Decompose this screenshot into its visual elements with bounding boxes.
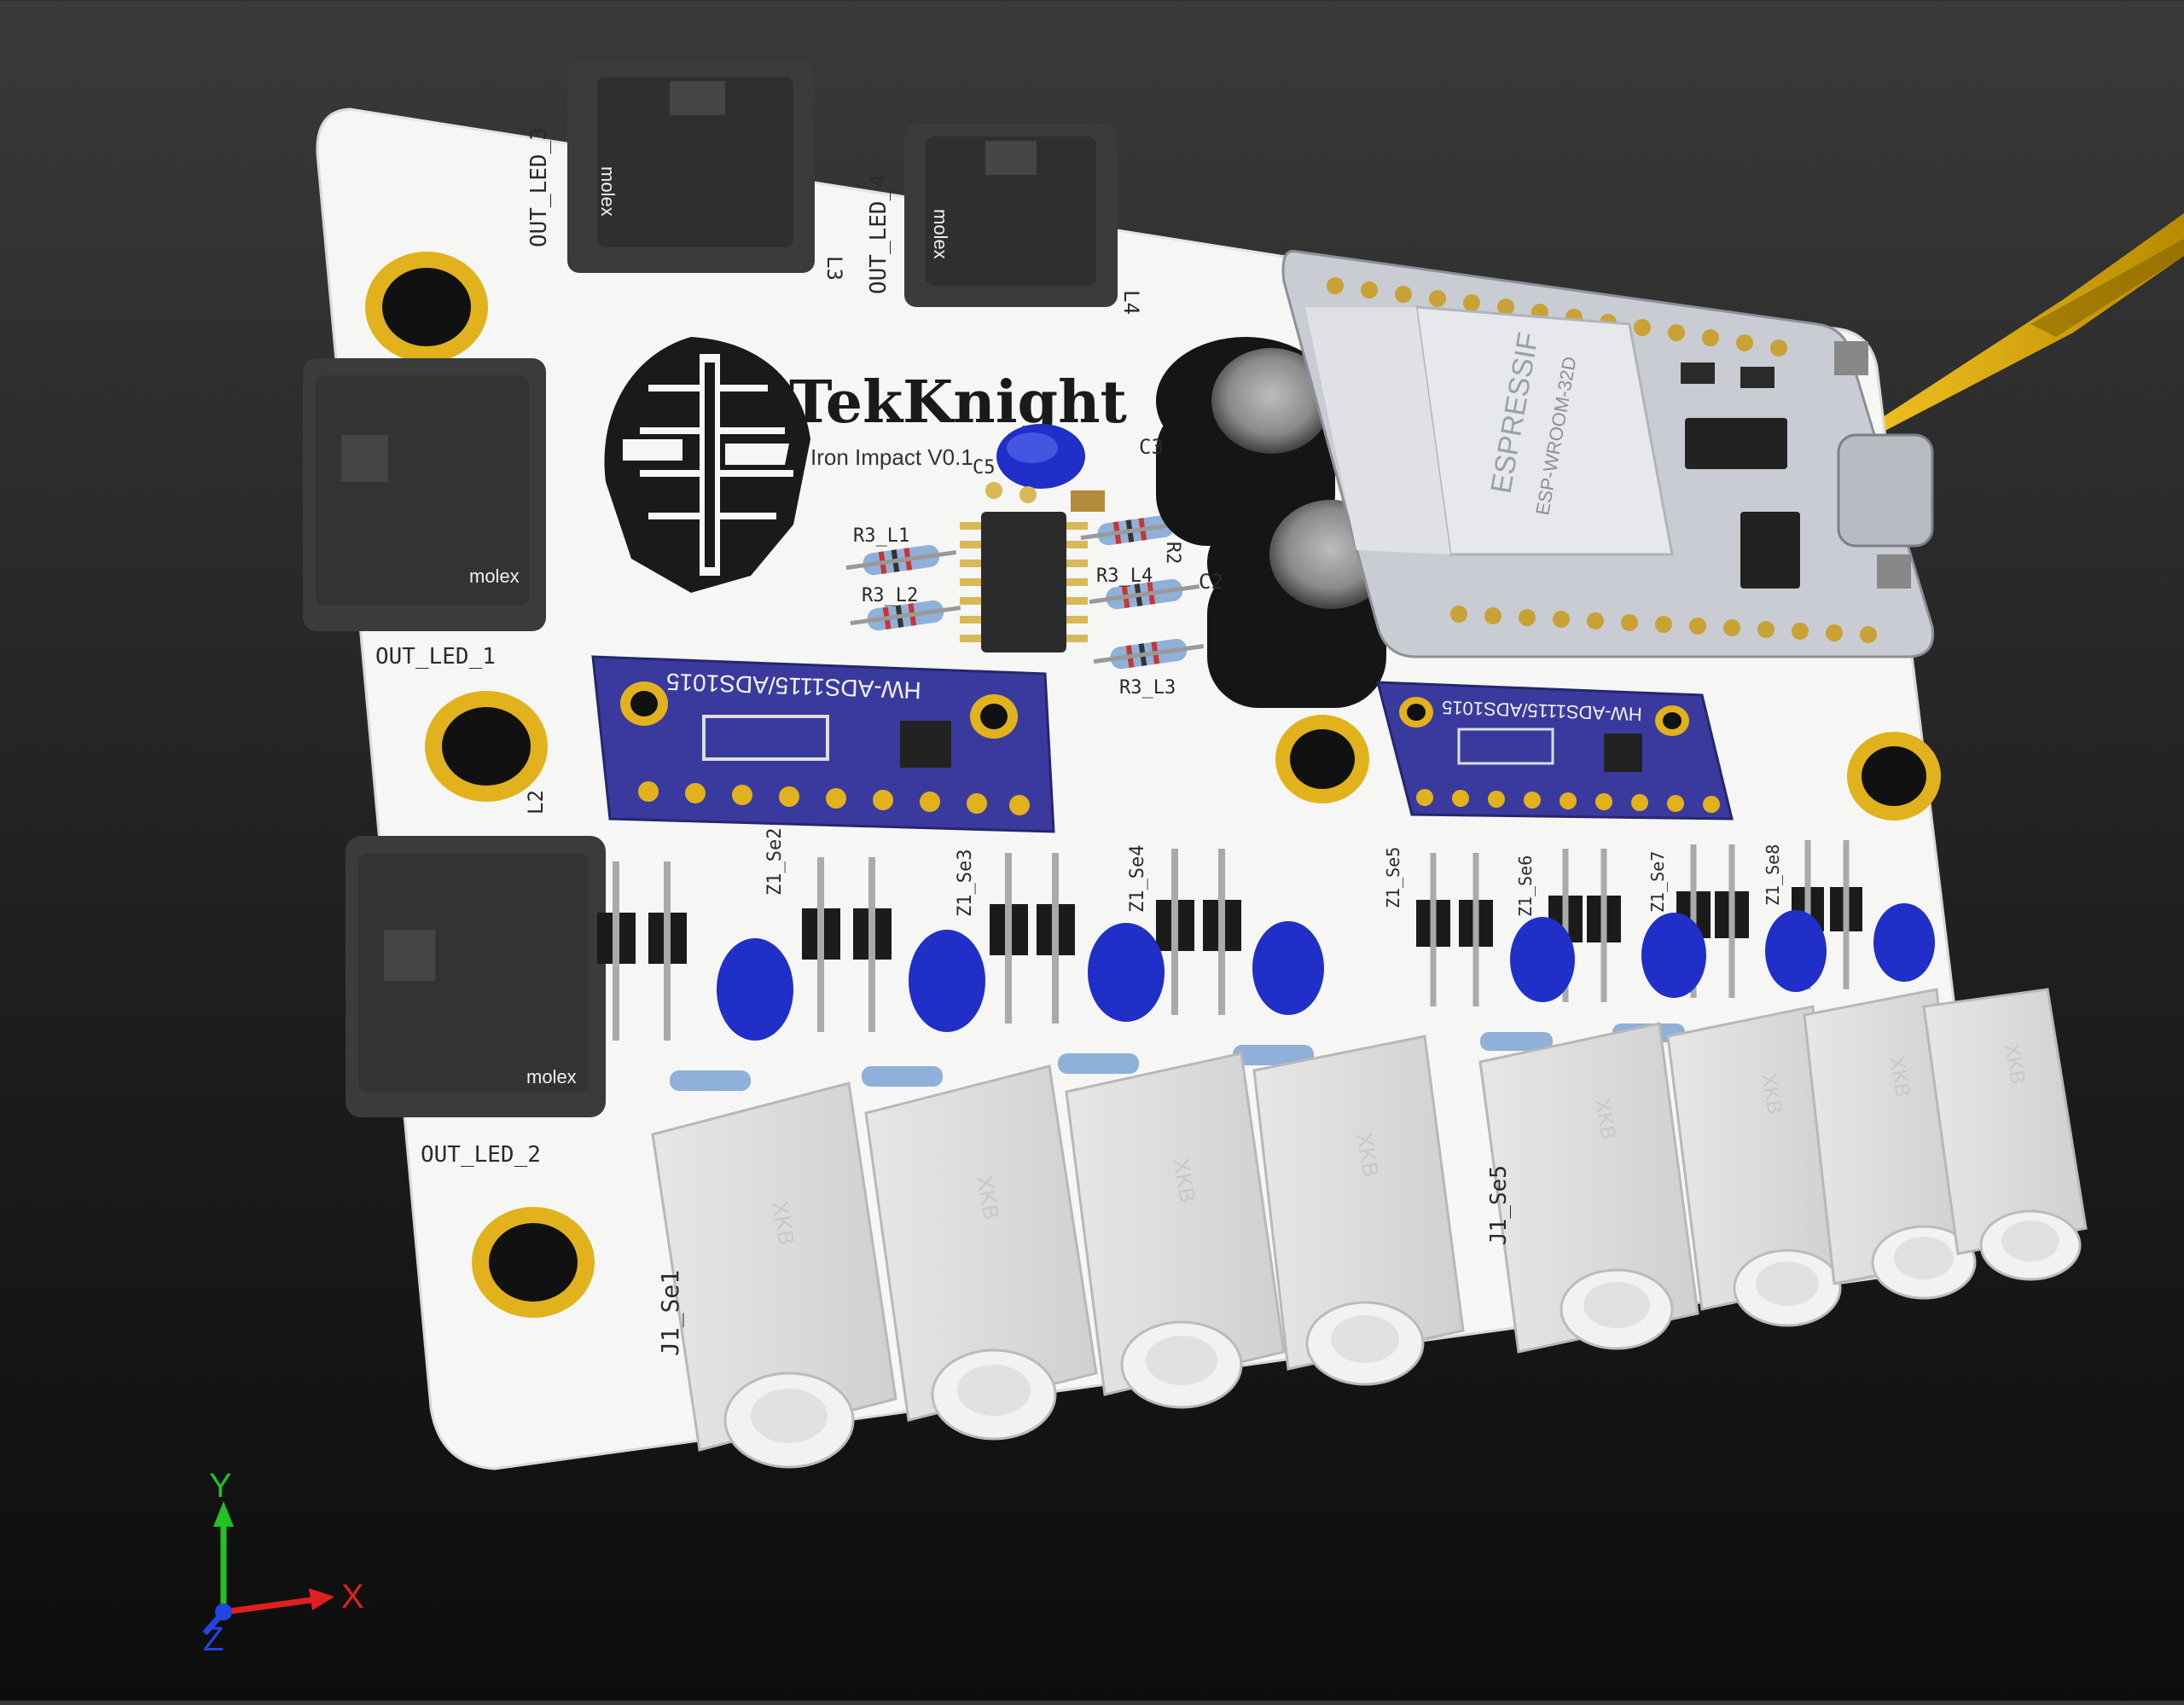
audio-jack-se1: XKB	[651, 1082, 897, 1469]
brand-title: TekKnight	[789, 368, 1128, 437]
esp32-devkit: ESPRESSIF ESP-WROOM-32D	[1281, 249, 1935, 658]
label-out-led-2: OUT_LED_2	[421, 1142, 541, 1168]
resistors-led	[845, 515, 1205, 670]
label-l4: L4	[1119, 290, 1143, 315]
label-z1-se2: Z1_Se2	[764, 828, 786, 896]
label-r3-l3: R3_L3	[1119, 677, 1176, 699]
label-l2: L2	[524, 790, 548, 815]
soic-ic	[960, 512, 1088, 652]
audio-jack-se4: XKB	[1252, 1035, 1465, 1386]
label-r3-l2: R3_L2	[862, 585, 918, 606]
label-z1-se8: Z1_Se8	[1763, 844, 1783, 906]
resistor	[1093, 639, 1205, 670]
brand-subtitle: Iron Impact V0.1	[810, 444, 973, 470]
mounting-hole	[365, 252, 488, 362]
mounting-hole	[1275, 715, 1369, 803]
blue-capacitor	[909, 930, 985, 1032]
resistor	[850, 600, 961, 631]
label-l3: L3	[822, 256, 846, 281]
diode-pair	[1156, 849, 1241, 1015]
sensor-input-row-left	[597, 849, 1324, 1041]
diode-pair	[597, 861, 687, 1041]
label-r3-l4: R3_L4	[1096, 565, 1153, 587]
blue-capacitor	[1873, 903, 1935, 982]
mounting-hole	[472, 1207, 595, 1318]
blue-capacitor	[1641, 913, 1706, 998]
diode-pair	[1548, 849, 1621, 1002]
axis-x-label: X	[341, 1578, 364, 1615]
diode-pair	[990, 853, 1075, 1024]
label-out-led-1: OUT_LED_1	[375, 644, 496, 670]
label-c3: C3	[1139, 435, 1164, 459]
label-out-led-3: OUT_LED_3	[526, 127, 552, 247]
label-z1-se4: Z1_Se4	[1127, 845, 1148, 913]
label-z1-se3: Z1_Se3	[955, 850, 976, 917]
label-z1-se7: Z1_Se7	[1647, 851, 1668, 913]
audio-jack-se7: XKB	[1803, 988, 1977, 1300]
mounting-holes	[365, 252, 1941, 1318]
adc-module-left: HW-ADS1115/ADS1015	[591, 655, 1055, 833]
axis-gizmo[interactable]: Y X Z	[202, 1467, 364, 1658]
audio-jack-se3: XKB	[1065, 1052, 1286, 1409]
electrolytic-capacitor-c3	[1156, 337, 1335, 546]
label-r2: R2	[1162, 542, 1183, 565]
molex-label: molex	[597, 166, 619, 217]
blue-capacitor	[1765, 910, 1827, 992]
mounting-hole	[425, 691, 548, 802]
label-c5: C5	[973, 457, 996, 478]
resistor	[845, 545, 957, 576]
diode-pair	[802, 857, 892, 1032]
blue-capacitor	[717, 938, 793, 1041]
mounting-hole	[1847, 732, 1941, 821]
blue-capacitor	[1088, 923, 1165, 1022]
label-j1-se5: J1_Se5	[1486, 1165, 1512, 1245]
audio-jack-se6: XKB	[1666, 1005, 1844, 1327]
axis-y-label: Y	[209, 1467, 232, 1505]
audio-jack-se2: XKB	[864, 1064, 1098, 1441]
label-z1-se5: Z1_Se5	[1383, 847, 1403, 908]
resistor	[1089, 579, 1200, 610]
blue-capacitor	[1510, 917, 1575, 1002]
blue-capacitor-c5	[985, 424, 1105, 512]
molex-connector-out-led-4: molex OUT_LED_4 L4	[866, 124, 1143, 315]
diode-pair	[1416, 853, 1493, 1006]
molex-label: molex	[469, 565, 520, 587]
molex-label: molex	[930, 209, 951, 259]
label-c2: C2	[1199, 570, 1223, 594]
label-z1-se6: Z1_Se6	[1515, 855, 1536, 917]
adc-module-right: HW-ADS1115/ADS1015	[1376, 681, 1734, 821]
molex-connector-out-led-2: molex OUT_LED_2 L2	[346, 790, 606, 1168]
blue-capacitor	[1252, 921, 1324, 1015]
audio-jack-row-right: XKB XKB XKB XKB	[1478, 988, 2088, 1354]
knight-helmet-logo	[604, 337, 810, 593]
label-j1-se1: J1_Se1	[656, 1270, 685, 1356]
sensor-input-row-right	[1416, 840, 1935, 1006]
audio-jack-se8: XKB	[1922, 988, 2088, 1281]
wire-ray	[1868, 213, 2184, 435]
molex-label: molex	[526, 1066, 577, 1087]
axis-z-label: Z	[203, 1621, 224, 1658]
molex-connector-out-led-1: molex OUT_LED_1	[303, 358, 546, 670]
resistor	[1080, 515, 1192, 546]
audio-jack-row-left: XKB XKB XKB XKB	[651, 1035, 1465, 1469]
audio-jack-se5: XKB	[1478, 1022, 1699, 1354]
molex-connector-out-led-3: molex OUT_LED_3 L3	[526, 60, 846, 281]
label-out-led-4: OUT_LED_4	[866, 174, 892, 294]
label-r3-l1: R3_L1	[853, 525, 909, 547]
